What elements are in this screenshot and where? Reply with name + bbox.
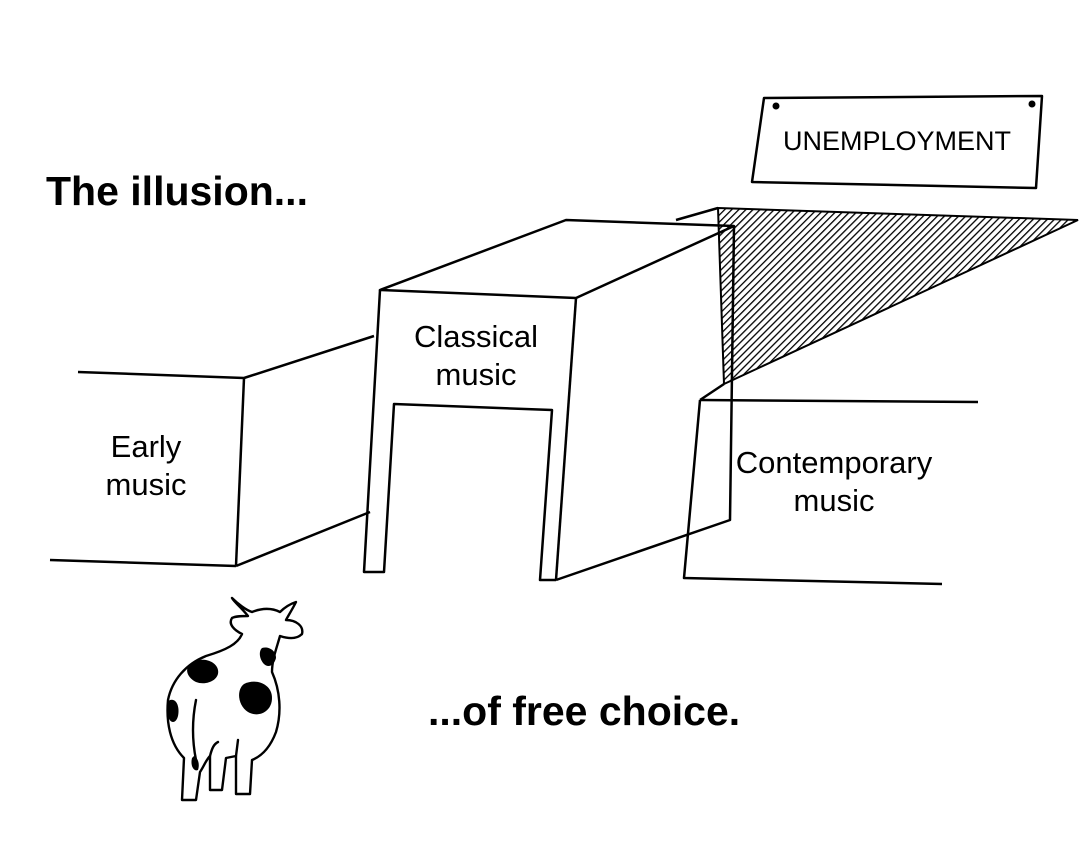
sign-nail-icon	[772, 102, 780, 110]
classical-music-box	[362, 218, 736, 582]
unemployment-sign-text: UNEMPLOYMENT	[782, 126, 1012, 156]
early-music-label: Early music	[105, 429, 187, 502]
unemployment-sign-board	[750, 94, 1044, 190]
cow-icon	[166, 596, 304, 802]
sign-nail-icon	[1028, 100, 1036, 108]
early-music-box	[49, 334, 375, 568]
caption-free-choice: ...of free choice.	[428, 688, 741, 734]
caption-illusion: The illusion...	[46, 168, 308, 214]
shadow-ledge	[675, 206, 719, 222]
classical-music-label: Classical music	[413, 319, 539, 392]
contemporary-music-label: Contemporary music	[735, 445, 933, 518]
shadow-corridor	[716, 206, 1079, 386]
contemporary-music-box	[682, 382, 979, 586]
